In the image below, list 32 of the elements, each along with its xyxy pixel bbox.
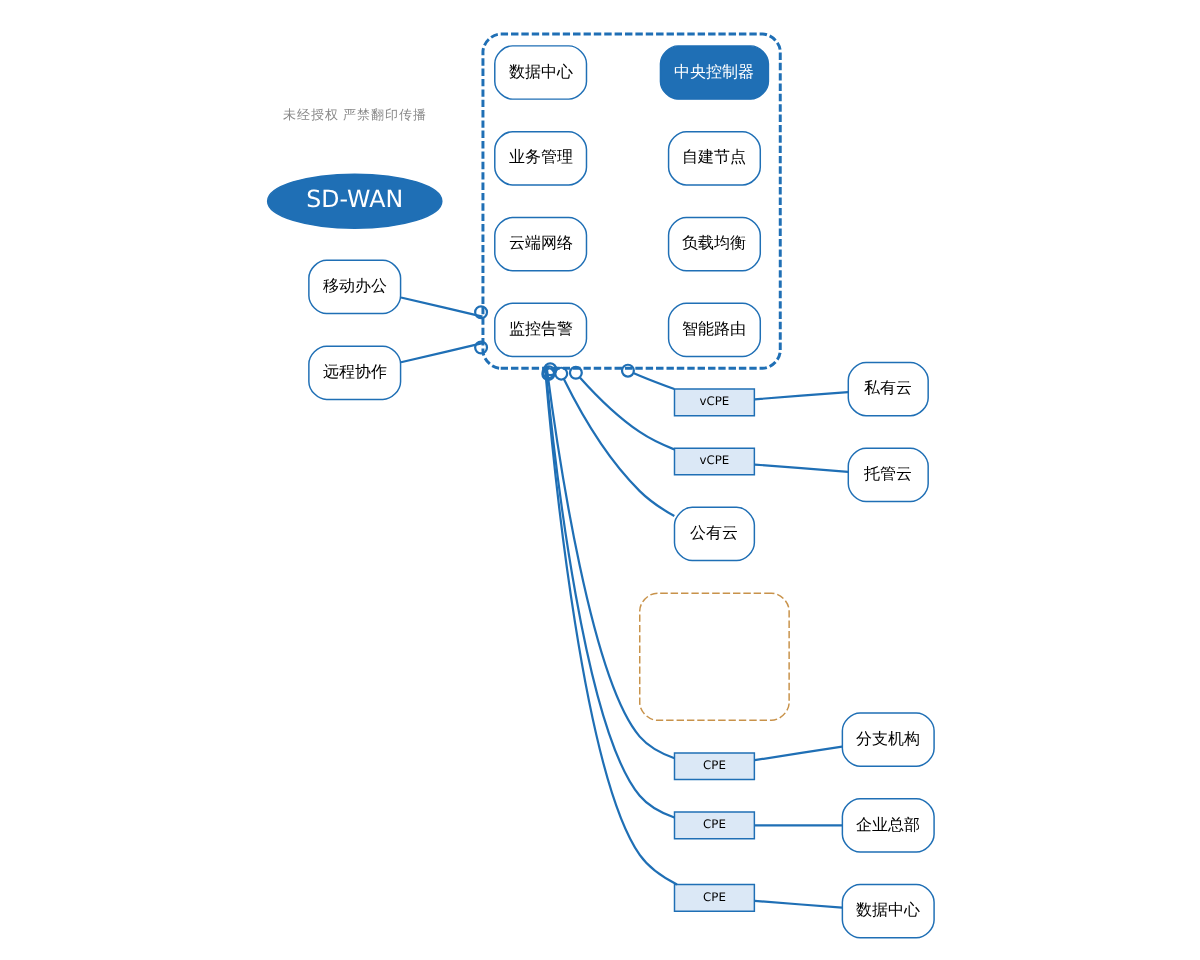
connector	[553, 366, 674, 518]
node-box: 云端网络	[493, 216, 587, 272]
connector	[540, 365, 677, 886]
node-box: 移动办公	[307, 259, 401, 315]
connector	[619, 363, 674, 391]
node-box: 数据中心	[840, 883, 934, 939]
node-box: 托管云	[846, 447, 928, 503]
node-box: 远程协作	[307, 345, 401, 401]
node-box: 自建节点	[666, 130, 761, 186]
connector	[542, 362, 674, 819]
connector	[753, 899, 842, 909]
node-box: 负载均衡	[666, 216, 761, 272]
connector	[567, 365, 674, 451]
connector	[540, 367, 674, 760]
node-box: 分支机构	[840, 712, 934, 767]
connector	[399, 296, 488, 320]
node-box: 公有云	[672, 506, 755, 562]
connector	[399, 340, 488, 364]
node-box: 智能路由	[666, 302, 761, 358]
node-ellipse: SD-WAN	[265, 173, 442, 229]
node-box	[638, 592, 789, 722]
node-box: 数据中心	[493, 45, 587, 100]
cluster	[480, 32, 781, 370]
connector	[753, 824, 842, 827]
connector	[753, 463, 848, 473]
node-box: 业务管理	[493, 130, 587, 186]
connector	[753, 745, 842, 762]
connector	[753, 390, 848, 401]
node-box: 企业总部	[840, 798, 934, 853]
node-box: 监控告警	[493, 302, 587, 358]
node-box: 私有云	[846, 361, 928, 417]
node-box: 中央控制器	[658, 45, 769, 100]
